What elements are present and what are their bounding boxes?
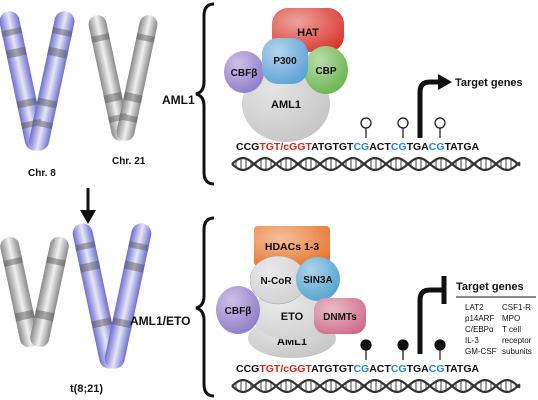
dna-strand: [231, 379, 521, 393]
dna-strand: [231, 157, 521, 171]
bottom-cpg-methylated: [360, 339, 446, 360]
chr8-label: Chr. 8: [28, 168, 56, 179]
gene-item: p14ARF: [465, 314, 494, 323]
sequence-segment: TGT/cGGT: [259, 363, 312, 375]
sin3a-protein: SIN3A: [296, 257, 340, 301]
sequence-segment: CG: [353, 141, 369, 153]
sequence-segment: CG: [429, 141, 445, 153]
sequence-segment: TGT/cGGT: [259, 141, 312, 153]
hdacs-protein: HDACs 1-3: [254, 226, 330, 266]
sequence-segment: ACT: [369, 141, 391, 153]
sequence-segment: CG: [353, 363, 369, 375]
translocation-label: t(8;21): [70, 383, 103, 395]
hdacs-label: HDACs 1-3: [265, 241, 319, 253]
chr-derivative-gray: [0, 236, 69, 348]
sequence-segment: ATGTGT: [311, 363, 354, 375]
dna-strand: [231, 379, 521, 393]
aml1-factor-label: AML1: [162, 93, 195, 107]
bottom-protein-complex: HDACs 1-3 AML1 ETO CBFβ N-CoR SIN3A: [216, 226, 366, 358]
bottom-dna-sequence: CCGTGT/cGGTATGTGTCGACTCGTGACGTATGA: [236, 363, 480, 375]
cbfb-label: CBFβ: [231, 68, 258, 79]
sequence-segment: CG: [391, 141, 407, 153]
dna-strand: [231, 157, 521, 171]
top-target-arrow: [417, 74, 452, 138]
hat-label: HAT: [297, 27, 319, 39]
sequence-segment: CCG: [236, 141, 259, 153]
gene-item: subunits: [502, 347, 532, 356]
ncor-protein: N-CoR: [249, 255, 307, 305]
top-protein-complex: HAT AML1 CBFβ CBP P300: [224, 8, 348, 142]
aml1-protein: AML1: [242, 66, 330, 142]
bottom-dna-helix: [231, 379, 521, 393]
chr21-label: Chr. 21: [112, 156, 146, 167]
gene-item: GM-CSF: [465, 347, 497, 356]
cbp-protein: CBP: [304, 46, 348, 94]
sequence-segment: ATGTGT: [311, 141, 354, 153]
gene-item: MPO: [502, 314, 520, 323]
chr8-normal: [0, 11, 75, 151]
gene-item: IL-3: [465, 336, 479, 345]
aml1-eto-factor-label: AML1/ETO: [130, 314, 190, 328]
bottom-repression-bar: [417, 276, 447, 354]
gene-item: C/EBPα: [465, 325, 494, 334]
chr-derivative-blue: [72, 223, 152, 369]
sequence-segment: TATGA: [444, 363, 479, 375]
translocation-arrow: [80, 188, 96, 224]
ncor-label: N-CoR: [260, 276, 292, 287]
cbp-label: CBP: [315, 66, 336, 77]
gene-item: LAT2: [465, 303, 484, 312]
sequence-segment: CCG: [236, 363, 259, 375]
sequence-segment: TATGA: [444, 141, 479, 153]
top-dna-sequence: CCGTGT/cGGTATGTGTCGACTCGTGACGTATGA: [236, 141, 480, 153]
gene-item: receptor: [502, 336, 532, 345]
cbfb-protein-bottom: CBFβ: [216, 286, 260, 334]
sequence-segment: TGA: [407, 141, 430, 153]
dnmts-protein: DNMTs: [314, 298, 366, 334]
sequence-segment: CG: [429, 363, 445, 375]
chr21-normal: [88, 15, 158, 141]
top-target-genes-label: Target genes: [455, 77, 523, 89]
eto-label: ETO: [281, 311, 304, 323]
top-brace: [195, 2, 215, 186]
dnmts-label: DNMTs: [323, 312, 357, 323]
bottom-target-genes-label: Target genes: [456, 281, 524, 293]
top-dna-helix: [231, 157, 521, 171]
cbfb-protein: CBFβ: [224, 51, 264, 93]
sequence-segment: ACT: [369, 363, 391, 375]
sequence-segment: CG: [391, 363, 407, 375]
sin3a-label: SIN3A: [303, 275, 332, 286]
gene-item: T cell: [502, 325, 521, 334]
top-cpg-unmethylated: [360, 117, 446, 138]
sequence-segment: TGA: [407, 363, 430, 375]
aml1-label: AML1: [271, 99, 301, 111]
gene-item: CSF1-R: [502, 303, 531, 312]
p300-label: P300: [273, 56, 297, 67]
p300-protein: P300: [262, 38, 308, 84]
cbfb-bottom-label: CBFβ: [225, 306, 252, 317]
bottom-brace: [195, 216, 215, 398]
target-genes-col2: CSF1-R MPO T cell receptor subunits: [502, 303, 532, 356]
target-genes-col1: LAT2 p14ARF C/EBPα IL-3 GM-CSF: [465, 303, 497, 356]
